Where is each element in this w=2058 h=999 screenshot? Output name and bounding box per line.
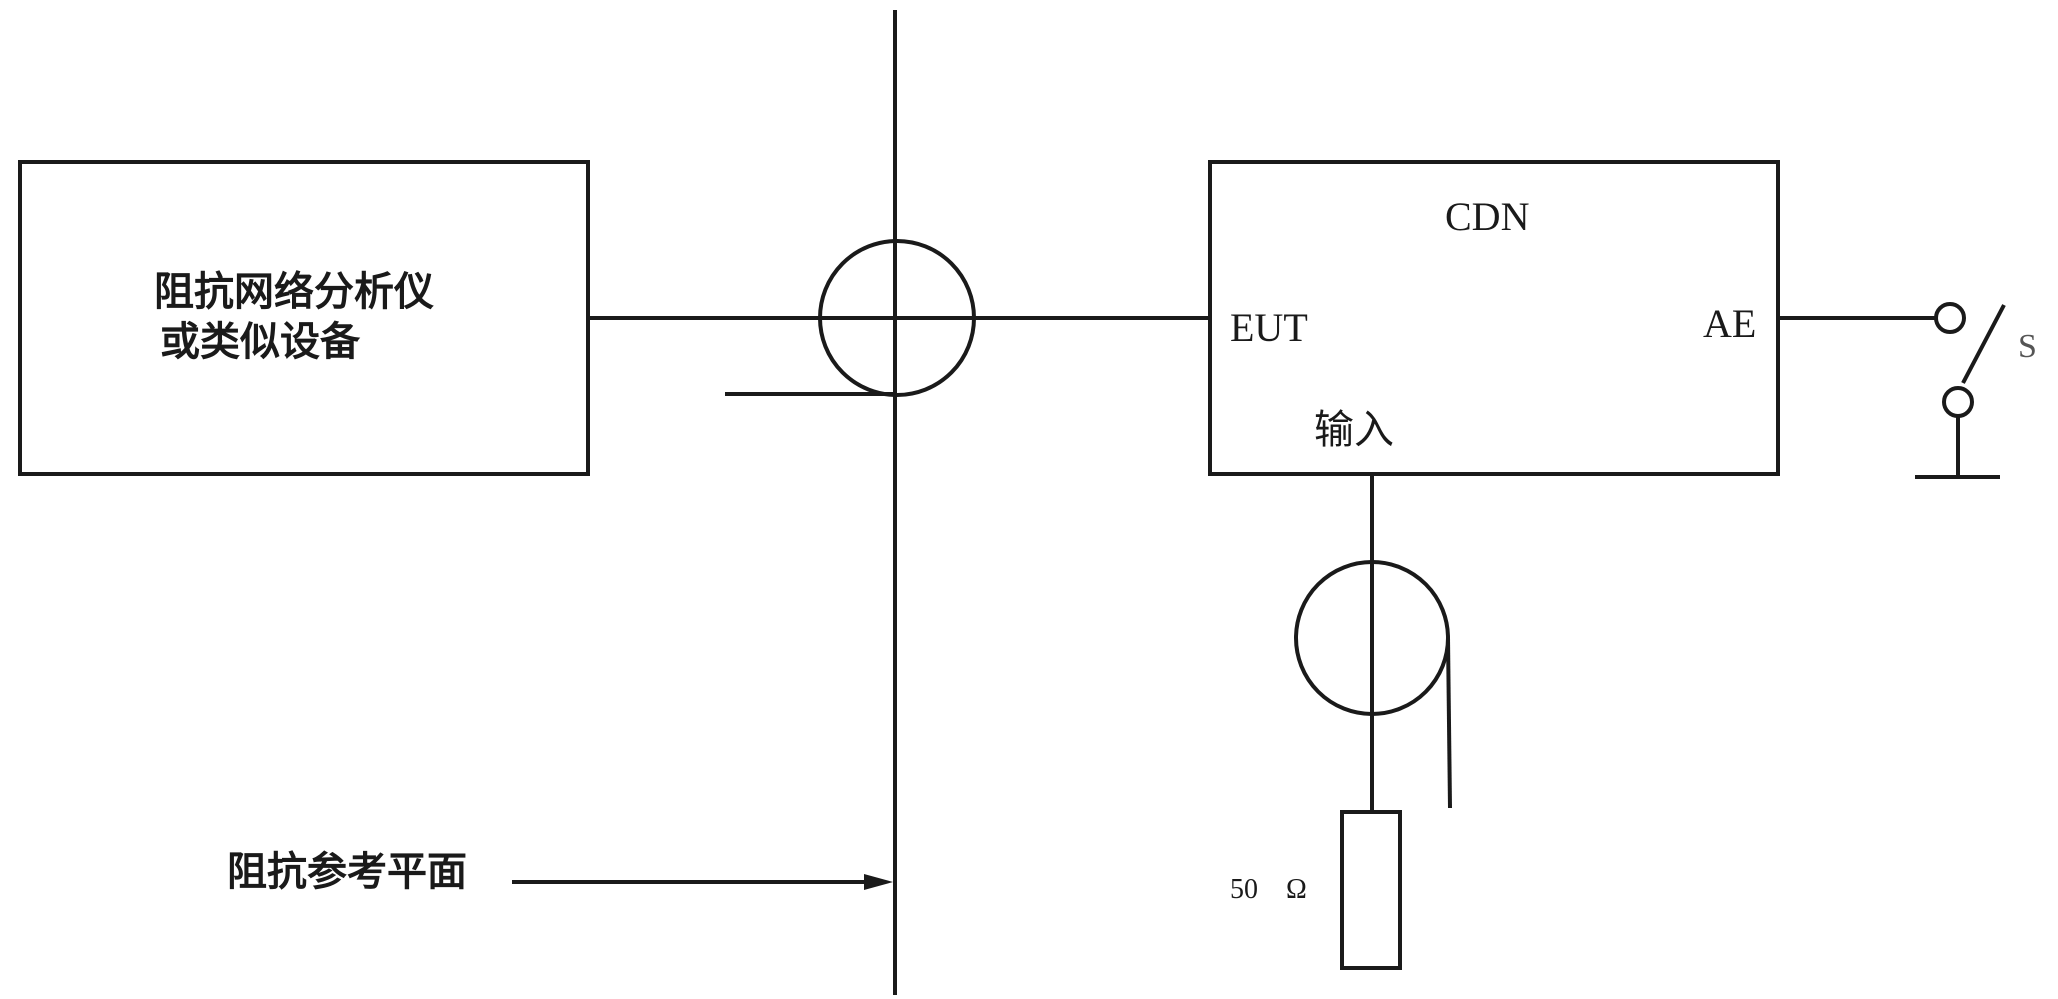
load-label: 50 Ω [1230, 874, 1307, 905]
analyzer-label-line2: 或类似设备 [160, 319, 360, 365]
switch-blade [1961, 304, 2006, 384]
probe-lead-lower [1446, 637, 1452, 809]
cdn-port-ae: AE [1703, 301, 1757, 346]
switch-label: S [2018, 328, 2037, 365]
reference-plane-label: 阻抗参考平面 [227, 849, 467, 895]
analyzer-box [18, 160, 590, 476]
analyzer-label-line1: 阻抗网络分析仪 [154, 269, 434, 315]
cdn-port-eut: EUT [1230, 305, 1308, 350]
cdn-title: CDN [1445, 194, 1530, 239]
load-resistor [1340, 810, 1402, 970]
reference-plane-arrowhead [864, 874, 893, 890]
switch-contact-bottom [1942, 386, 1974, 418]
cdn-port-input: 输入 [1314, 407, 1394, 453]
switch-contact-top [1934, 302, 1966, 334]
